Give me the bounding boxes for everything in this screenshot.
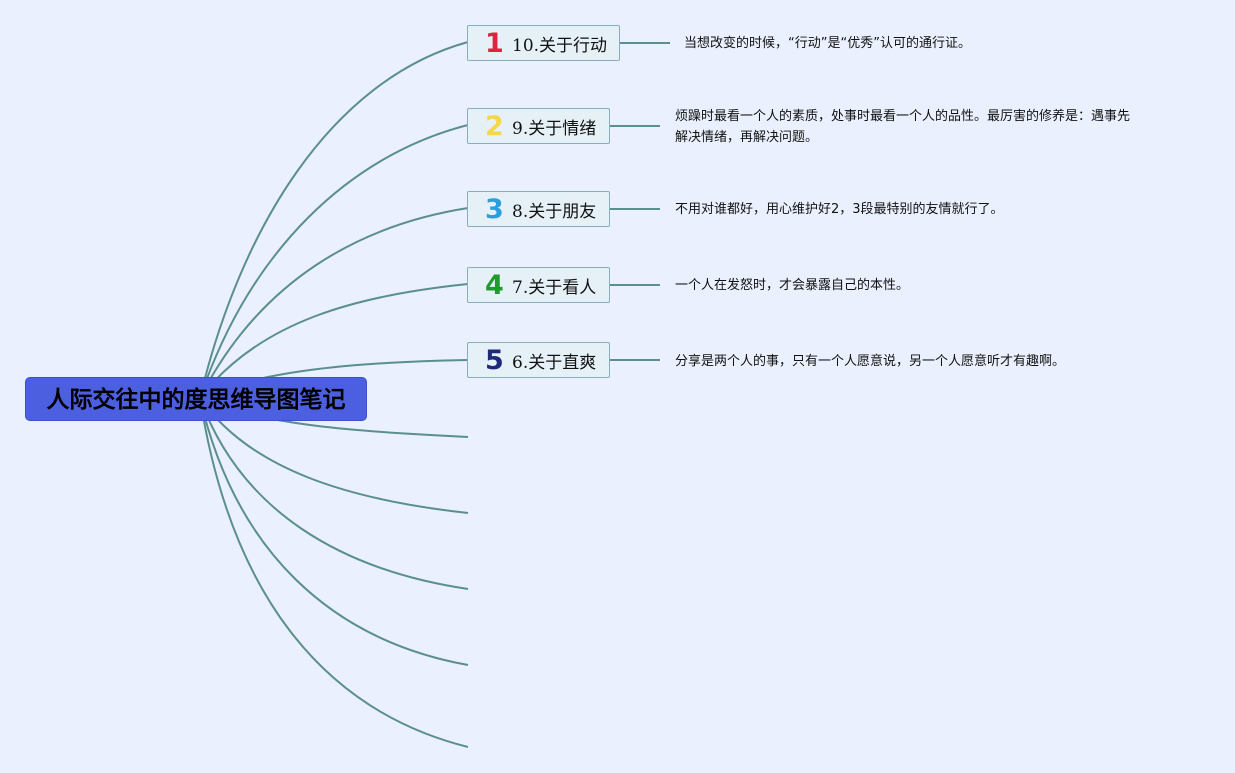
note-text-5: 分享是两个人的事，只有一个人愿意说，另一个人愿意听才有趣啊。 — [675, 354, 1066, 369]
branch-label-1: 10.关于行动 — [512, 35, 608, 56]
note-5[interactable]: 分享是两个人的事，只有一个人愿意说，另一个人愿意听才有趣啊。 — [675, 351, 1065, 372]
branch-topic-3[interactable]: 3 8.关于朋友 — [467, 191, 610, 227]
connector-branch-4 — [199, 283, 469, 399]
note-text-2-line-1: 烦躁时最看一个人的素质，处事时最看一个人的品性。最厉害的修养是：遇事先 — [675, 109, 1131, 124]
branch-label-5: 6.关于直爽 — [512, 352, 597, 373]
branch-label-3: 8.关于朋友 — [512, 201, 597, 222]
note-2[interactable]: 烦躁时最看一个人的素质，处事时最看一个人的品性。最厉害的修养是：遇事先 解决情绪… — [675, 106, 1130, 148]
number-2-badge-icon: 2 — [485, 110, 504, 142]
connector-branch-2 — [199, 124, 469, 399]
branch-label-2: 9.关于情绪 — [512, 118, 597, 139]
connector-branch-3 — [199, 207, 469, 399]
connector-empty-2 — [199, 397, 469, 514]
branch-topic-1[interactable]: 1 10.关于行动 — [467, 25, 620, 61]
note-1[interactable]: 当想改变的时候，“行动”是“优秀”认可的通行证。 — [684, 33, 971, 54]
connector-branch-1 — [199, 41, 469, 399]
number-3-badge-icon: 3 — [485, 193, 504, 225]
connector-empty-4 — [199, 397, 469, 666]
note-text-2-line-2: 解决情绪，再解决问题。 — [675, 130, 819, 145]
note-text-4: 一个人在发怒时，才会暴露自己的本性。 — [675, 278, 910, 293]
connector-empty-3 — [199, 397, 469, 590]
number-1-badge-icon: 1 — [485, 27, 504, 59]
central-topic[interactable]: 人际交往中的度思维导图笔记 — [25, 377, 367, 421]
note-text-3: 不用对谁都好，用心维护好2，3段最特别的友情就行了。 — [675, 202, 1004, 217]
number-5-badge-icon: 5 — [485, 344, 504, 376]
branch-topic-2[interactable]: 2 9.关于情绪 — [467, 108, 610, 144]
branch-topic-5[interactable]: 5 6.关于直爽 — [467, 342, 610, 378]
note-text-1: 当想改变的时候，“行动”是“优秀”认可的通行证。 — [684, 36, 971, 51]
connector-empty-5 — [199, 397, 469, 748]
note-3[interactable]: 不用对谁都好，用心维护好2，3段最特别的友情就行了。 — [675, 199, 1004, 220]
note-4[interactable]: 一个人在发怒时，才会暴露自己的本性。 — [675, 275, 909, 296]
number-4-badge-icon: 4 — [485, 269, 504, 301]
branch-label-4: 7.关于看人 — [512, 277, 597, 298]
branch-topic-4[interactable]: 4 7.关于看人 — [467, 267, 610, 303]
